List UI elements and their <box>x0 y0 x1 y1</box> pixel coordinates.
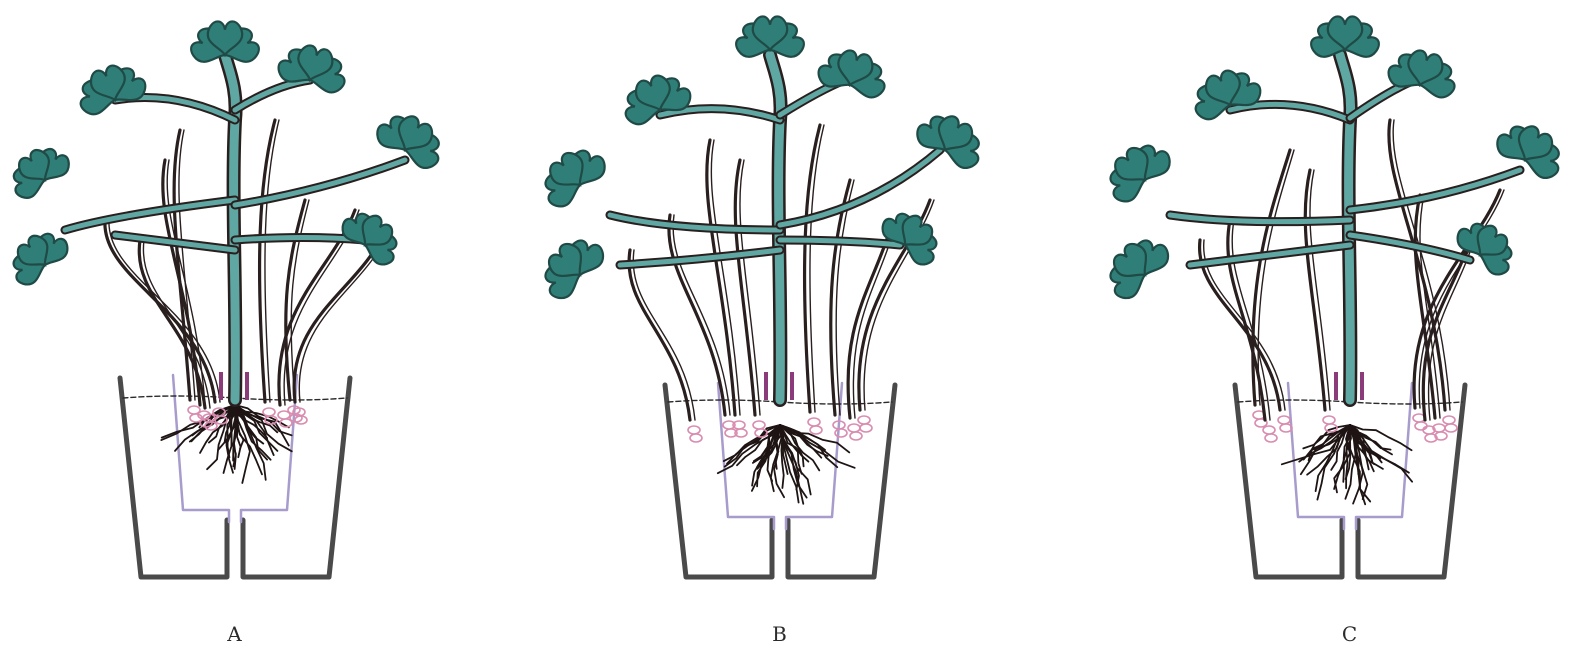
stolon-edge <box>1258 150 1294 405</box>
nodule <box>688 426 700 434</box>
trifoliate-leaf-icon <box>79 63 150 118</box>
nodule <box>690 434 702 442</box>
nodule <box>848 424 860 432</box>
stolon <box>669 215 725 415</box>
trifoliate-leaf-icon <box>13 146 73 200</box>
nodule <box>1415 422 1427 430</box>
root-system-icon <box>1282 425 1412 504</box>
nodule <box>810 426 822 434</box>
panel-label-a: A <box>215 622 255 646</box>
branch <box>1190 245 1350 265</box>
nodule <box>858 416 870 424</box>
trifoliate-leaf-icon <box>1493 122 1560 178</box>
panel-label-c: C <box>1330 622 1370 646</box>
stolon <box>1305 170 1325 410</box>
nodule <box>1265 434 1277 442</box>
panel-A <box>12 21 439 577</box>
nodule <box>808 418 820 426</box>
inner-pot-right <box>1356 383 1412 529</box>
branch <box>780 150 940 225</box>
trifoliate-leaf-icon <box>1108 238 1171 301</box>
nodule <box>753 421 765 429</box>
nodule <box>1278 416 1290 424</box>
panel-label-b: B <box>760 622 800 646</box>
panel-B <box>543 16 979 577</box>
outer-pot-right <box>788 385 895 577</box>
nodule <box>835 429 847 437</box>
trifoliate-leaf-icon <box>544 147 609 208</box>
outer-pot-left <box>1235 385 1342 577</box>
nodule <box>850 432 862 440</box>
stolon <box>139 240 205 408</box>
nodule <box>1323 416 1335 424</box>
nodule <box>1445 424 1457 432</box>
inner-pot-left <box>1288 383 1344 529</box>
trifoliate-leaf-icon <box>543 238 606 301</box>
nodule <box>1263 426 1275 434</box>
stolon-edge <box>836 180 854 415</box>
nodule <box>278 411 290 419</box>
nodule <box>263 408 275 416</box>
outer-pot-left <box>120 378 227 577</box>
nodule <box>860 424 872 432</box>
pot-icon <box>665 383 895 577</box>
stolon <box>735 160 755 415</box>
branch-outline <box>780 150 940 225</box>
trifoliate-leaf-icon <box>879 211 938 267</box>
trifoliate-leaf-icon <box>1109 142 1174 203</box>
panel-C <box>1108 16 1559 577</box>
branch <box>1350 235 1470 260</box>
nodule <box>1443 416 1455 424</box>
trifoliate-leaf-icon <box>12 231 71 287</box>
